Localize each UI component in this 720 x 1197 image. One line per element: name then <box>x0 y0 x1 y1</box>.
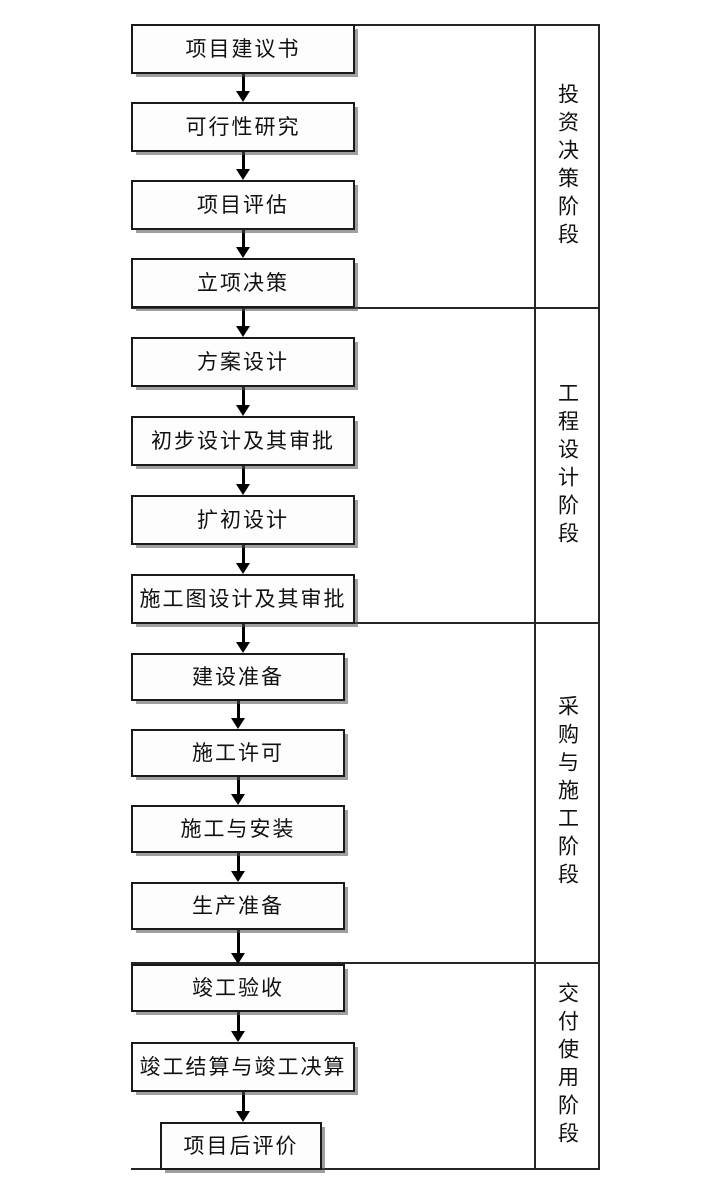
phase-column-left-line <box>534 24 536 1170</box>
node-step-construction-permit[interactable]: 施工许可 <box>131 729 345 777</box>
arrow-shaft <box>241 74 245 92</box>
arrow-drawing-to-preparation <box>231 624 255 653</box>
arrow-head <box>231 1031 245 1042</box>
node-label: 方案设计 <box>197 349 289 374</box>
node-label: 施工与安装 <box>180 816 296 841</box>
node-step-construction-preparation[interactable]: 建设准备 <box>131 653 345 701</box>
node-step-completion-settlement[interactable]: 竣工结算与竣工决算 <box>131 1042 355 1092</box>
arrow-head <box>236 247 250 258</box>
phase-column-right-line <box>598 24 600 1170</box>
arrow-head <box>231 871 245 882</box>
node-label: 施工图设计及其审批 <box>139 586 347 611</box>
node-step-extended-preliminary-design[interactable]: 扩初设计 <box>131 495 355 545</box>
node-label: 立项决策 <box>197 270 289 295</box>
node-label: 生产准备 <box>192 893 284 918</box>
arrow-shaft <box>236 701 240 719</box>
phase-label-procurement-construction: 采购与施工阶段 <box>555 695 580 891</box>
node-step-project-proposal[interactable]: 项目建议书 <box>131 24 355 74</box>
node-label: 项目评估 <box>197 192 289 217</box>
node-step-scheme-design[interactable]: 方案设计 <box>131 337 355 387</box>
arrow-head <box>231 953 245 964</box>
node-label: 竣工验收 <box>192 975 284 1000</box>
arrow-head <box>236 169 250 180</box>
phase-cell-engineering-design: 工程设计阶段 <box>536 309 598 622</box>
arrow-head <box>236 91 250 102</box>
arrow-shaft <box>241 308 245 327</box>
frame-top-line <box>355 24 600 26</box>
node-step-construction-installation[interactable]: 施工与安装 <box>131 805 345 853</box>
frame-bottom-line <box>131 1168 600 1170</box>
arrow-shaft <box>236 777 240 795</box>
phase-divider-1 <box>131 307 600 309</box>
phase-cell-procurement-construction: 采购与施工阶段 <box>536 624 598 962</box>
node-label: 项目后评价 <box>183 1133 299 1158</box>
node-step-project-approval[interactable]: 立项决策 <box>131 258 355 308</box>
arrow-head <box>236 326 250 337</box>
arrow-head <box>236 405 250 416</box>
arrow-scheme-to-preliminary <box>231 387 255 416</box>
arrow-settlement-to-evaluation <box>231 1092 255 1122</box>
node-label: 建设准备 <box>192 664 284 689</box>
arrow-preparation-to-permit <box>226 701 250 729</box>
node-label: 初步设计及其审批 <box>151 428 335 453</box>
arrow-shaft <box>236 1012 240 1032</box>
node-step-construction-drawing-approval[interactable]: 施工图设计及其审批 <box>131 574 355 624</box>
arrow-production-to-acceptance <box>226 930 250 964</box>
arrow-head <box>236 1111 250 1122</box>
arrow-shaft <box>236 853 240 872</box>
arrow-feasibility-to-appraisal <box>231 152 255 180</box>
arrow-shaft <box>236 930 240 954</box>
phase-cell-investment-decision: 投资决策阶段 <box>536 26 598 307</box>
phase-label-investment-decision: 投资决策阶段 <box>555 82 580 251</box>
arrow-installation-to-production <box>226 853 250 882</box>
phase-label-delivery-use: 交付使用阶段 <box>555 982 580 1150</box>
node-step-preliminary-design-approval[interactable]: 初步设计及其审批 <box>131 416 355 466</box>
node-label: 扩初设计 <box>197 507 289 532</box>
arrow-shaft <box>241 466 245 485</box>
node-label: 项目建议书 <box>185 36 301 61</box>
arrow-preliminary-to-extended <box>231 466 255 495</box>
arrow-shaft <box>241 545 245 564</box>
node-label: 施工许可 <box>192 740 284 765</box>
arrow-appraisal-to-approval <box>231 230 255 258</box>
arrow-head <box>231 794 245 805</box>
arrow-acceptance-to-settlement <box>226 1012 250 1042</box>
phase-cell-delivery-use: 交付使用阶段 <box>536 964 598 1168</box>
arrow-shaft <box>241 387 245 406</box>
arrow-shaft <box>241 152 245 170</box>
node-step-post-project-evaluation[interactable]: 项目后评价 <box>160 1122 322 1170</box>
arrow-permit-to-installation <box>226 777 250 805</box>
arrow-shaft <box>241 230 245 248</box>
phase-divider-3 <box>131 962 600 964</box>
node-step-production-preparation[interactable]: 生产准备 <box>131 882 345 930</box>
arrow-head <box>236 563 250 574</box>
arrow-approval-to-scheme-design <box>231 308 255 337</box>
arrow-head <box>236 484 250 495</box>
node-step-completion-acceptance[interactable]: 竣工验收 <box>131 964 345 1012</box>
arrow-head <box>236 642 250 653</box>
arrow-shaft <box>241 624 245 643</box>
phase-divider-2 <box>131 622 600 624</box>
phase-label-engineering-design: 工程设计阶段 <box>555 381 580 550</box>
node-label: 可行性研究 <box>185 114 301 139</box>
node-label: 竣工结算与竣工决算 <box>139 1054 347 1079</box>
node-step-project-appraisal[interactable]: 项目评估 <box>131 180 355 230</box>
node-step-feasibility-study[interactable]: 可行性研究 <box>131 102 355 152</box>
arrow-extended-to-drawing <box>231 545 255 574</box>
arrow-proposal-to-feasibility <box>231 74 255 102</box>
arrow-head <box>231 718 245 729</box>
arrow-shaft <box>241 1092 245 1112</box>
